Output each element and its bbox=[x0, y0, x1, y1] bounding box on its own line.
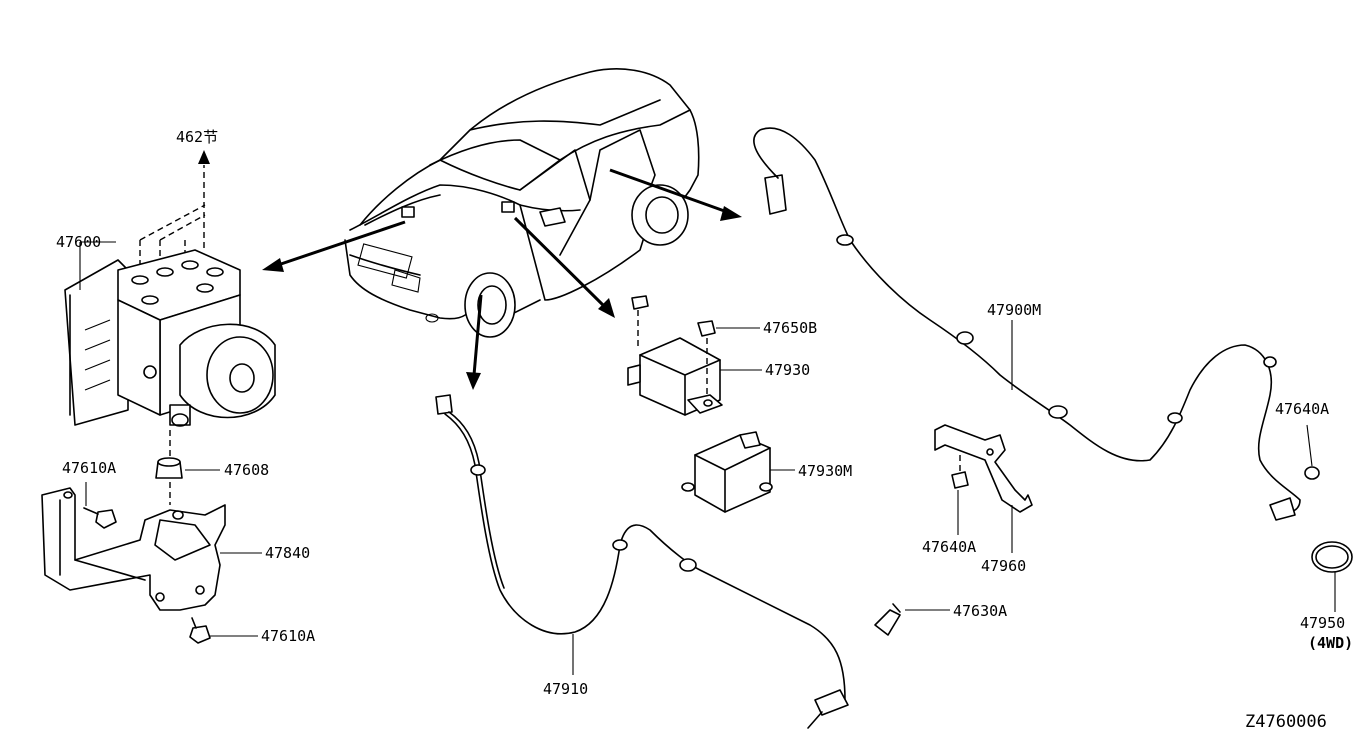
bolt-47610a-top bbox=[83, 507, 117, 529]
part-labels: 462节 47600 47608 47610A 47840 47610A 476… bbox=[56, 128, 1353, 732]
label-47840: 47840 bbox=[265, 544, 310, 562]
sensor-47930m bbox=[681, 431, 773, 513]
bracket-47840 bbox=[41, 487, 226, 611]
label-47640a-mid: 47640A bbox=[922, 538, 976, 556]
label-47960: 47960 bbox=[981, 557, 1026, 575]
abs-actuator-unit bbox=[64, 150, 276, 427]
label-47600: 47600 bbox=[56, 233, 101, 251]
label-47930m: 47930M bbox=[798, 462, 852, 480]
label-47610a-bottom: 47610A bbox=[261, 627, 315, 645]
bolt-47630a bbox=[874, 603, 901, 636]
bracket-47960 bbox=[934, 424, 1033, 513]
ring-47950 bbox=[1311, 541, 1353, 573]
vehicle-illustration bbox=[344, 68, 700, 338]
callout-arrows bbox=[262, 168, 742, 390]
rear-wheel-sensor-47900m bbox=[753, 127, 1301, 521]
bolt-47640a-right bbox=[1304, 466, 1320, 480]
label-ref-462: 462节 bbox=[176, 128, 218, 146]
bolt-47610a-bottom bbox=[189, 617, 211, 644]
label-47950: 47950 bbox=[1300, 614, 1345, 632]
label-47610a-top: 47610A bbox=[62, 459, 116, 477]
label-47608: 47608 bbox=[224, 461, 269, 479]
label-47650b: 47650B bbox=[763, 319, 817, 337]
label-47930: 47930 bbox=[765, 361, 810, 379]
grommet-47608 bbox=[155, 430, 183, 505]
label-47950-note: (4WD) bbox=[1308, 634, 1353, 652]
label-47630a: 47630A bbox=[953, 602, 1007, 620]
label-47910: 47910 bbox=[543, 680, 588, 698]
bolt-47640a-mid bbox=[951, 455, 969, 489]
label-47900m: 47900M bbox=[987, 301, 1041, 319]
nut-47650b bbox=[697, 320, 716, 398]
leader-lines bbox=[79, 241, 1336, 675]
yaw-rate-sensor-47930 bbox=[627, 295, 723, 416]
front-wheel-sensor-47910 bbox=[435, 394, 849, 729]
diagram-code: Z4760006 bbox=[1245, 712, 1327, 732]
label-47640a-right: 47640A bbox=[1275, 400, 1329, 418]
